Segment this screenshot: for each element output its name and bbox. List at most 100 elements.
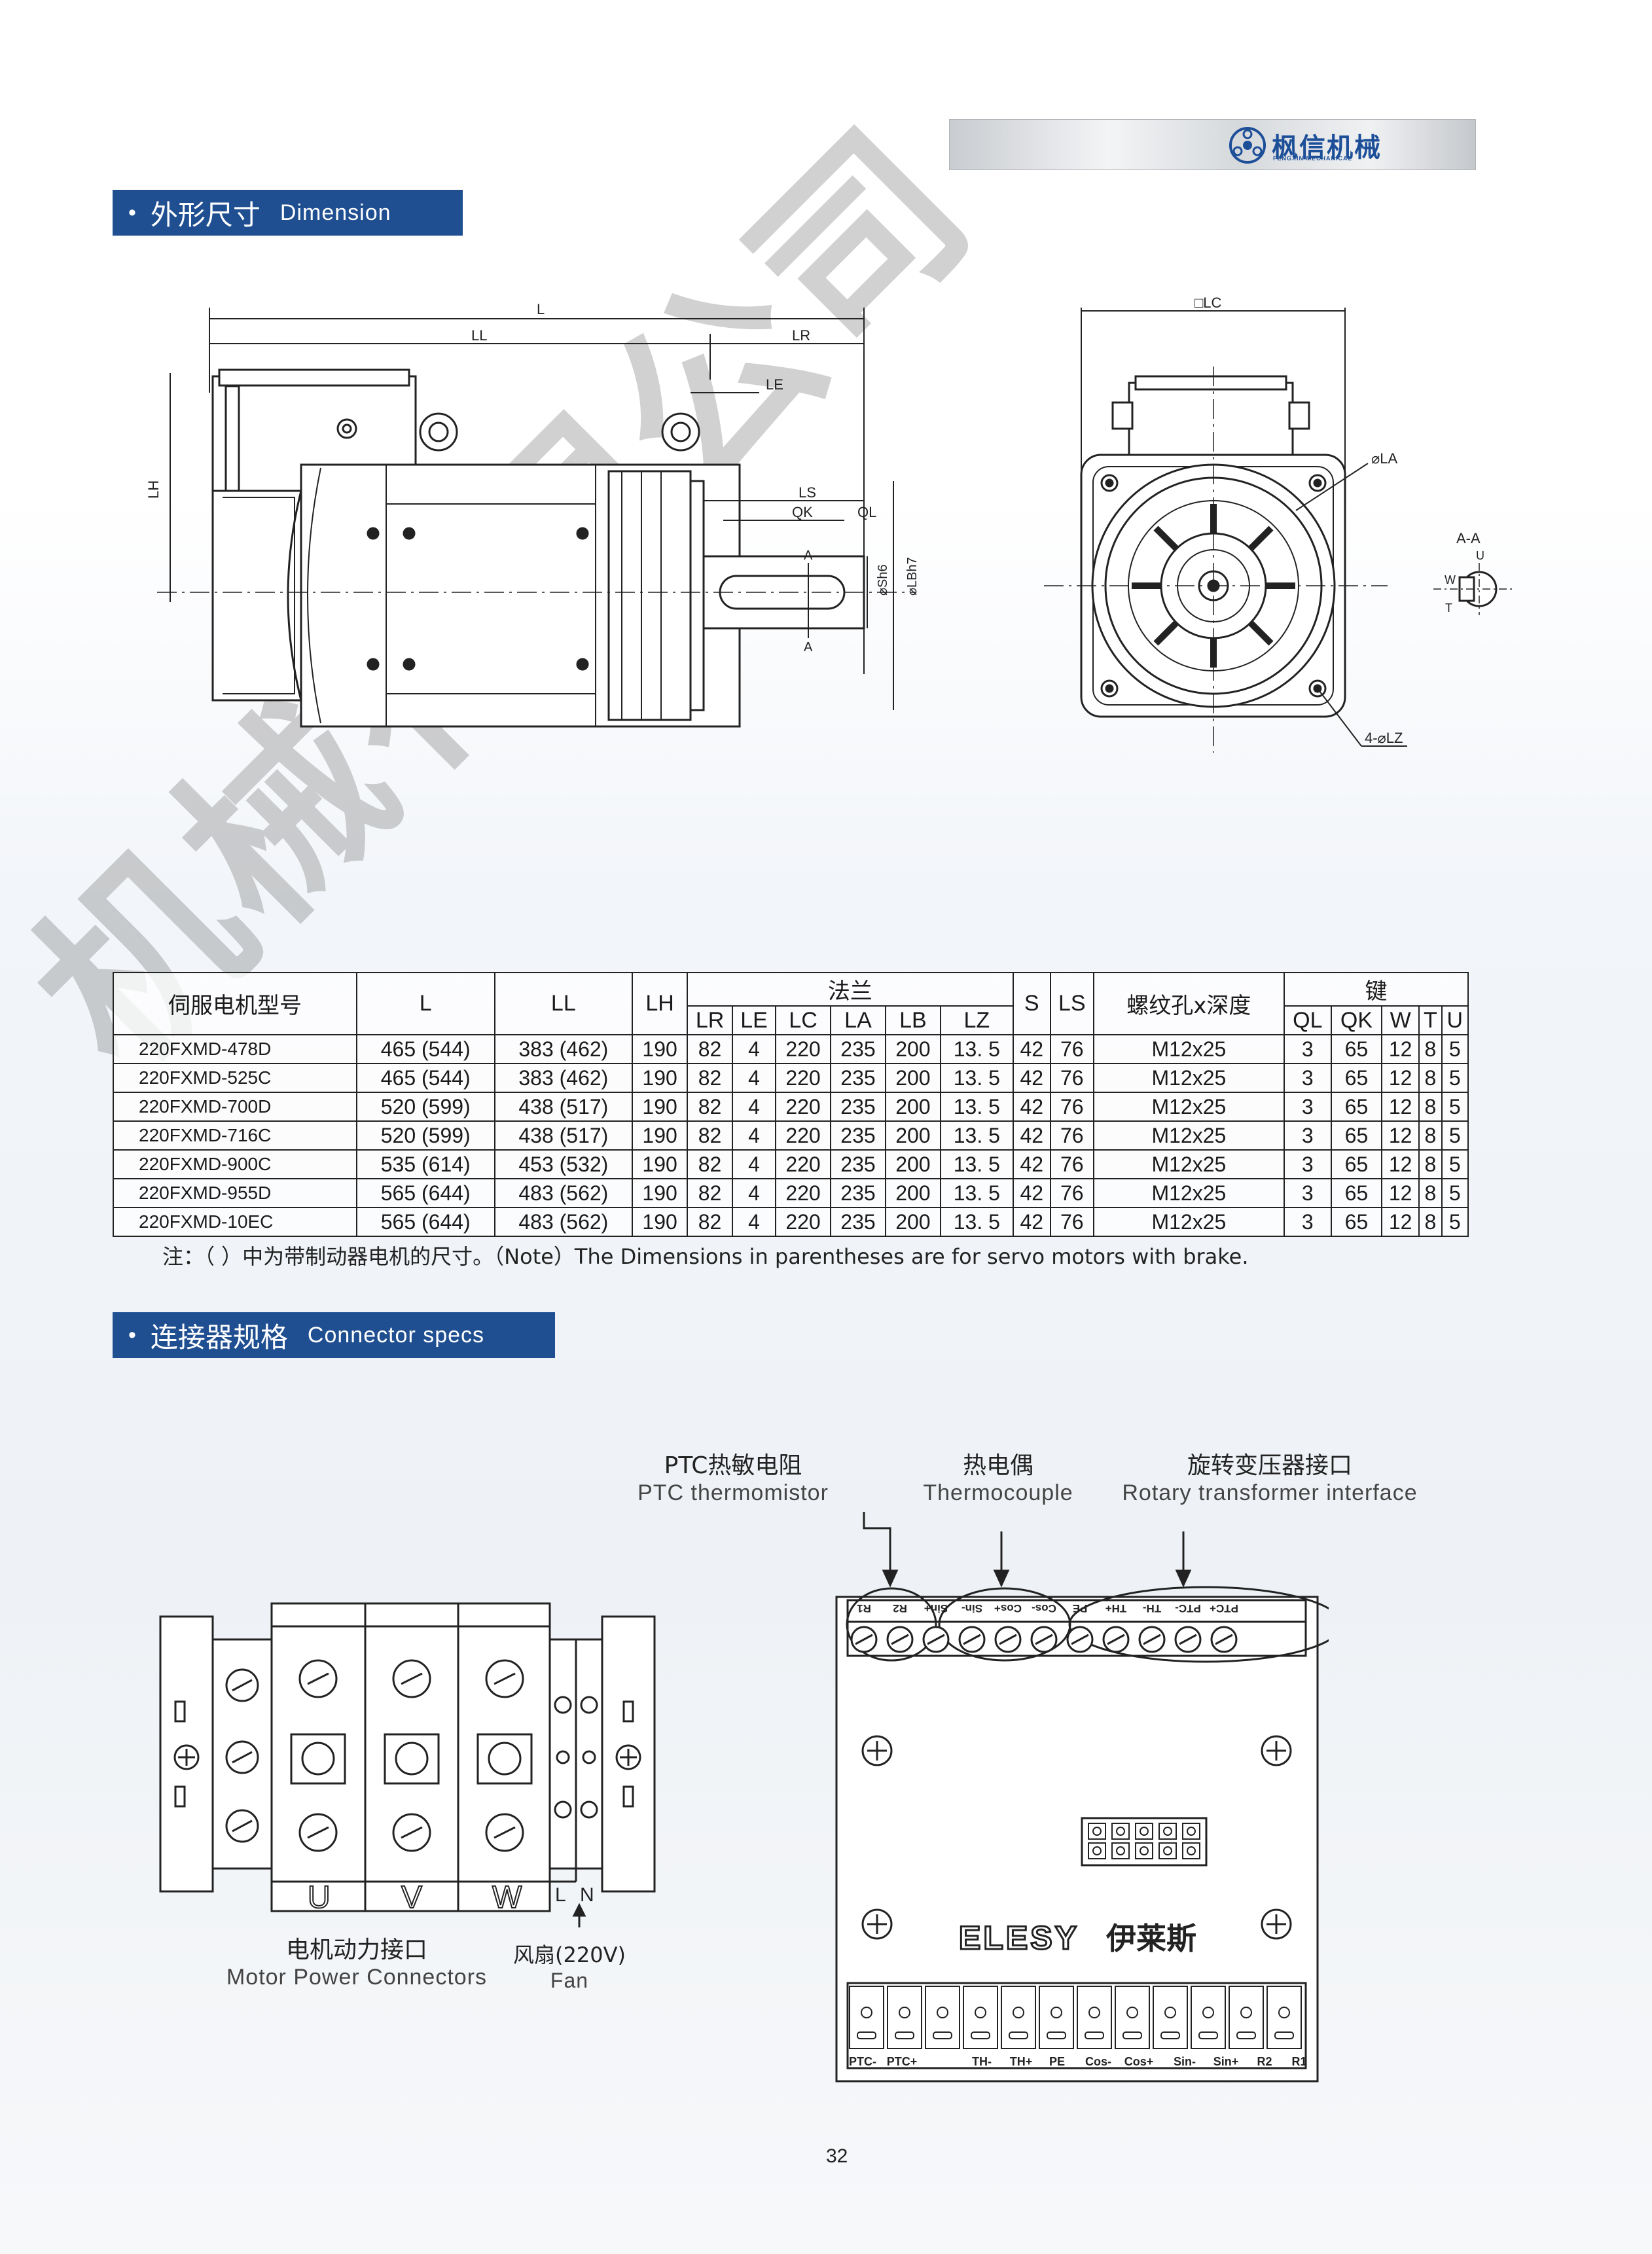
- ptc-label-en: PTC thermomistor: [637, 1480, 829, 1505]
- dim-label-LS: LS: [799, 484, 816, 501]
- value-cell: 190: [632, 1120, 689, 1151]
- model-cell: 220FXMD-900C: [113, 1149, 357, 1179]
- value-cell: 76: [1049, 1178, 1094, 1208]
- rotary-label-cn: 旋转变压器接口: [1187, 1452, 1352, 1479]
- value-cell: 13. 5: [939, 1034, 1014, 1064]
- terminal-W-label: W: [492, 1880, 522, 1915]
- terminal-U-label: U: [308, 1880, 331, 1915]
- fan-label: 风扇(220V) Fan: [504, 1939, 635, 1993]
- terminal-screw-slot: [1035, 1634, 1053, 1645]
- header-pin: [1158, 1842, 1177, 1859]
- value-cell: 190: [632, 1063, 689, 1093]
- value-cell: 190: [632, 1149, 689, 1179]
- signal-top-label: R2: [893, 1602, 907, 1615]
- terminal-screw-slot: [1143, 1634, 1161, 1645]
- section-label-AA: A-A: [1456, 530, 1481, 546]
- header-model: 伺服电机型号: [113, 972, 357, 1035]
- value-cell: M12x25: [1092, 1034, 1285, 1064]
- power-label-en: Motor Power Connectors: [226, 1965, 488, 1990]
- value-cell: 220: [775, 1120, 831, 1151]
- value-cell: 12: [1381, 1034, 1420, 1064]
- signal-bottom-label: Sin+: [1213, 2055, 1239, 2068]
- value-cell: 12: [1381, 1092, 1420, 1122]
- bottom-terminal-hole: [1164, 2007, 1176, 2018]
- value-cell: 12: [1381, 1207, 1420, 1237]
- thermocouple-label-cn: 热电偶: [962, 1452, 1033, 1479]
- value-cell: 82: [687, 1149, 733, 1179]
- terminal-screw-slot: [891, 1634, 909, 1645]
- value-cell: 65: [1330, 1092, 1383, 1122]
- value-cell: 220: [775, 1207, 831, 1237]
- bottom-terminal-slot: [1160, 2031, 1180, 2039]
- dimension-section-header: • 外形尺寸 Dimension: [113, 190, 463, 236]
- terminal-screw-slot: [1071, 1634, 1089, 1645]
- section-title-cn: 连接器规格: [150, 1321, 288, 1353]
- header-pin: [1182, 1823, 1200, 1840]
- value-cell: 76: [1049, 1034, 1094, 1064]
- value-cell: M12x25: [1092, 1120, 1285, 1151]
- signal-brand-cn: 伊莱斯: [1105, 1921, 1196, 1956]
- terminal-screw-slot: [927, 1634, 945, 1645]
- value-cell: 5: [1441, 1178, 1469, 1208]
- value-cell: 13. 5: [939, 1092, 1014, 1122]
- bottom-terminal-slot: [933, 2031, 952, 2039]
- value-cell: 65: [1330, 1178, 1383, 1208]
- header-pin-hole: [1140, 1827, 1149, 1836]
- value-cell: 520 (599): [355, 1092, 495, 1122]
- thermocouple-label-en: Thermocouple: [923, 1480, 1073, 1505]
- bottom-terminal-slot: [1236, 2031, 1256, 2039]
- dim-label-LL: LL: [471, 327, 487, 344]
- header-LZ: LZ: [939, 1005, 1014, 1035]
- value-cell: 8: [1418, 1034, 1443, 1064]
- dim-label-A-bottom: A: [804, 640, 813, 654]
- rotary-label-en: Rotary transformer interface: [1122, 1480, 1418, 1505]
- value-cell: 3: [1283, 1207, 1332, 1237]
- terminal-screw-slot: [1107, 1634, 1125, 1645]
- page-number: 32: [826, 2145, 848, 2167]
- value-cell: 235: [830, 1034, 886, 1064]
- value-cell: 235: [830, 1120, 886, 1151]
- section-title-en: Connector specs: [307, 1322, 485, 1348]
- dim-label-A-top: A: [804, 548, 813, 563]
- signal-top-label: PTC+: [1210, 1602, 1238, 1615]
- section-label-U: U: [1476, 549, 1484, 562]
- value-cell: M12x25: [1092, 1063, 1285, 1093]
- bottom-terminal-slot: [857, 2031, 876, 2039]
- value-cell: 383 (462): [494, 1034, 634, 1064]
- value-cell: 42: [1012, 1207, 1051, 1237]
- dim-label-QK: QK: [792, 504, 813, 520]
- value-cell: 465 (544): [355, 1034, 495, 1064]
- header-pin-hole: [1163, 1846, 1172, 1855]
- value-cell: 4: [731, 1092, 777, 1122]
- signal-top-label: Cos-: [1032, 1602, 1056, 1615]
- value-cell: 5: [1441, 1034, 1469, 1064]
- header-pin-hole: [1092, 1846, 1102, 1855]
- terminal-screw-slot: [1179, 1634, 1197, 1645]
- dim-label-S: ⌀Sh6: [876, 564, 890, 596]
- fan-label-cn: 风扇(220V): [513, 1942, 626, 1967]
- value-cell: 465 (544): [355, 1063, 495, 1093]
- bottom-terminal-hole: [861, 2007, 872, 2018]
- value-cell: 190: [632, 1092, 689, 1122]
- bottom-terminal-slot: [1047, 2031, 1066, 2039]
- value-cell: 8: [1418, 1092, 1443, 1122]
- section-label-T: T: [1445, 601, 1452, 615]
- value-cell: 13. 5: [939, 1063, 1014, 1093]
- dim-label-LH: LH: [145, 480, 162, 499]
- header-pin: [1111, 1823, 1130, 1840]
- value-cell: 76: [1049, 1120, 1094, 1151]
- motor-side-view-drawing: L LL LR LE LH: [145, 301, 920, 728]
- bottom-terminal-slot: [1122, 2031, 1142, 2039]
- model-cell: 220FXMD-10EC: [113, 1207, 357, 1237]
- dim-label-LR: LR: [792, 327, 810, 344]
- value-cell: 190: [632, 1034, 689, 1064]
- value-cell: 5: [1441, 1149, 1469, 1179]
- brand-logo-bar: 枫信机械 FENGXIN MECHANICAL: [949, 119, 1476, 170]
- value-cell: 438 (517): [494, 1120, 634, 1151]
- value-cell: M12x25: [1092, 1149, 1285, 1179]
- header-pin: [1135, 1823, 1153, 1840]
